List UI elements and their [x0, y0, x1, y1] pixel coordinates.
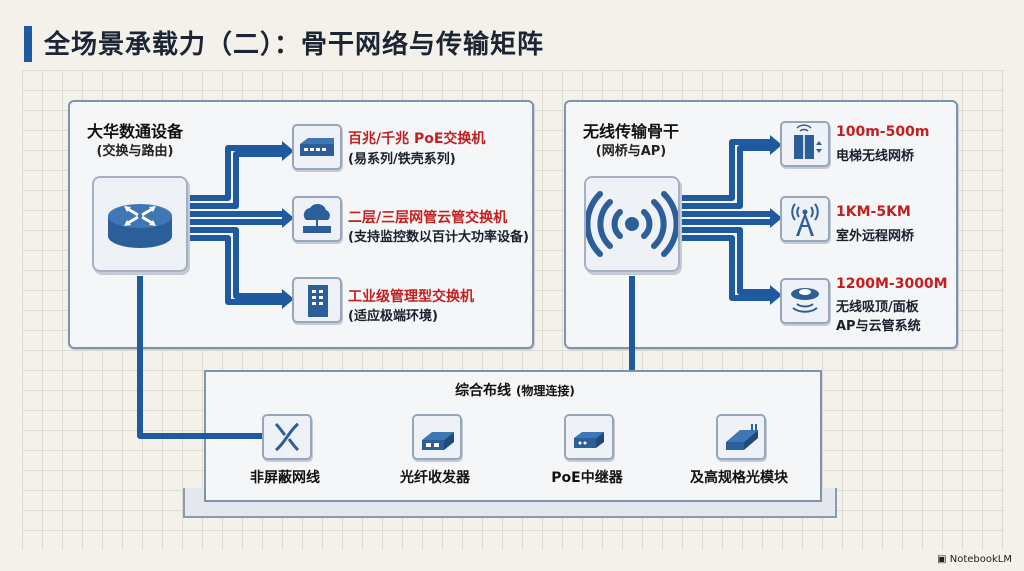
left-item-1-label: 百兆/千兆 PoE交换机	[348, 131, 486, 147]
switch-icon	[292, 124, 342, 170]
footer-brand-text: NotebookLM	[949, 554, 1012, 565]
wireless-signal-icon	[584, 176, 680, 272]
left-item-3-label: 工业级管理型交换机	[348, 289, 474, 305]
right-item-3-desc2: AP与云管系统	[836, 319, 921, 334]
elevator-icon	[780, 121, 830, 167]
right-item-2-label: 1KM-5KM	[836, 204, 911, 220]
notebook-icon: ▣	[937, 554, 950, 565]
industrial-switch-icon	[292, 277, 342, 323]
repeater-icon	[564, 414, 614, 460]
tower-icon	[780, 196, 830, 242]
router-icon	[92, 176, 188, 272]
left-item-1-desc: (易系列/铁壳系列)	[348, 152, 456, 167]
right-item-1-desc: 电梯无线网桥	[836, 149, 915, 164]
optical-module-icon	[716, 414, 766, 460]
right-item-3-label: 1200M-3000M	[836, 276, 948, 292]
right-item-3-desc: 无线吸顶/面板	[836, 300, 919, 315]
cabling-item-3-label: PoE中继器	[551, 470, 623, 486]
page-title: 全场景承载力（二）：骨干网络与传输矩阵	[44, 30, 545, 60]
cabling-item-1-label: 非屏蔽网线	[250, 470, 320, 486]
cabling-item-2-label: 光纤收发器	[400, 470, 470, 486]
cloud-switch-icon	[292, 196, 342, 242]
cabling-title: 综合布线 (物理连接)	[420, 380, 610, 400]
title-accent-bar	[24, 26, 32, 62]
left-item-2-label: 二层/三层网管云管交换机	[348, 210, 508, 226]
transceiver-icon	[412, 414, 462, 460]
cable-icon	[262, 414, 312, 460]
ceiling-ap-icon	[780, 278, 830, 324]
right-item-2-desc: 室外远程网桥	[836, 229, 915, 244]
left-panel-title: 大华数通设备	[86, 122, 183, 141]
left-item-3-desc: (适应极端环境)	[348, 309, 438, 324]
right-item-1-label: 100m-500m	[836, 124, 930, 140]
cabling-title-note: (物理连接)	[515, 384, 575, 398]
cabling-title-text: 综合布线	[455, 383, 512, 399]
cabling-item-4-label: 及高规格光模块	[690, 470, 788, 486]
right-panel-title: 无线传输骨干	[582, 122, 679, 141]
left-item-2-desc: (支持监控数以百计大功率设备)	[348, 230, 529, 245]
footer-brand: ▣ NotebookLM	[937, 554, 1012, 565]
right-panel-subtitle: (网桥与AP)	[595, 144, 667, 159]
left-panel-subtitle: (交换与路由)	[96, 144, 174, 159]
